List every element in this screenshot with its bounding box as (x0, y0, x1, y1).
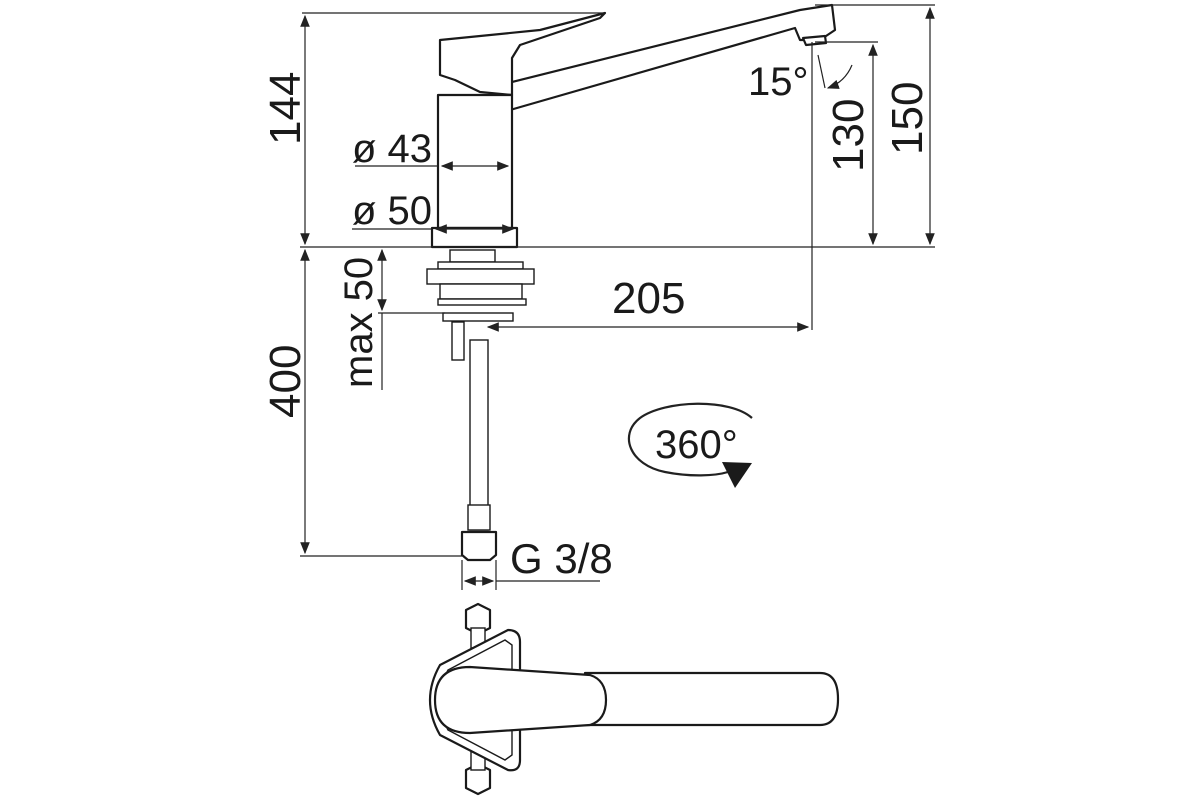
dimension-lines (300, 4, 935, 590)
label-spout-height-outer: 150 (883, 82, 932, 155)
mounting-hardware (426, 249, 535, 361)
label-rotation: 360° (655, 423, 738, 467)
label-max-deck-thickness: max 50 (337, 257, 381, 388)
label-connection-thread: G 3/8 (510, 535, 613, 582)
label-base-diameter: ø 50 (352, 189, 432, 233)
faucet-body (436, 93, 514, 230)
top-nut-upper (464, 602, 492, 636)
spout-top (583, 671, 840, 727)
hose-ferrule (467, 504, 491, 531)
label-spout-angle: 15° (748, 60, 809, 104)
base-plate (430, 226, 519, 249)
hose (469, 339, 489, 531)
label-hose-length: 400 (261, 345, 310, 418)
rotation-arrow-icon (722, 462, 752, 488)
label-total-height: 144 (261, 72, 310, 145)
label-body-diameter: ø 43 (352, 127, 432, 171)
rotation-symbol: 360° (627, 402, 753, 488)
hose-nut (460, 530, 498, 562)
faucet-top-view (429, 602, 840, 796)
label-spout-height-inner: 130 (824, 99, 873, 172)
handle-top (433, 665, 608, 735)
aerator (801, 34, 828, 47)
label-spout-reach: 205 (612, 274, 685, 323)
lever-handle (438, 11, 607, 97)
